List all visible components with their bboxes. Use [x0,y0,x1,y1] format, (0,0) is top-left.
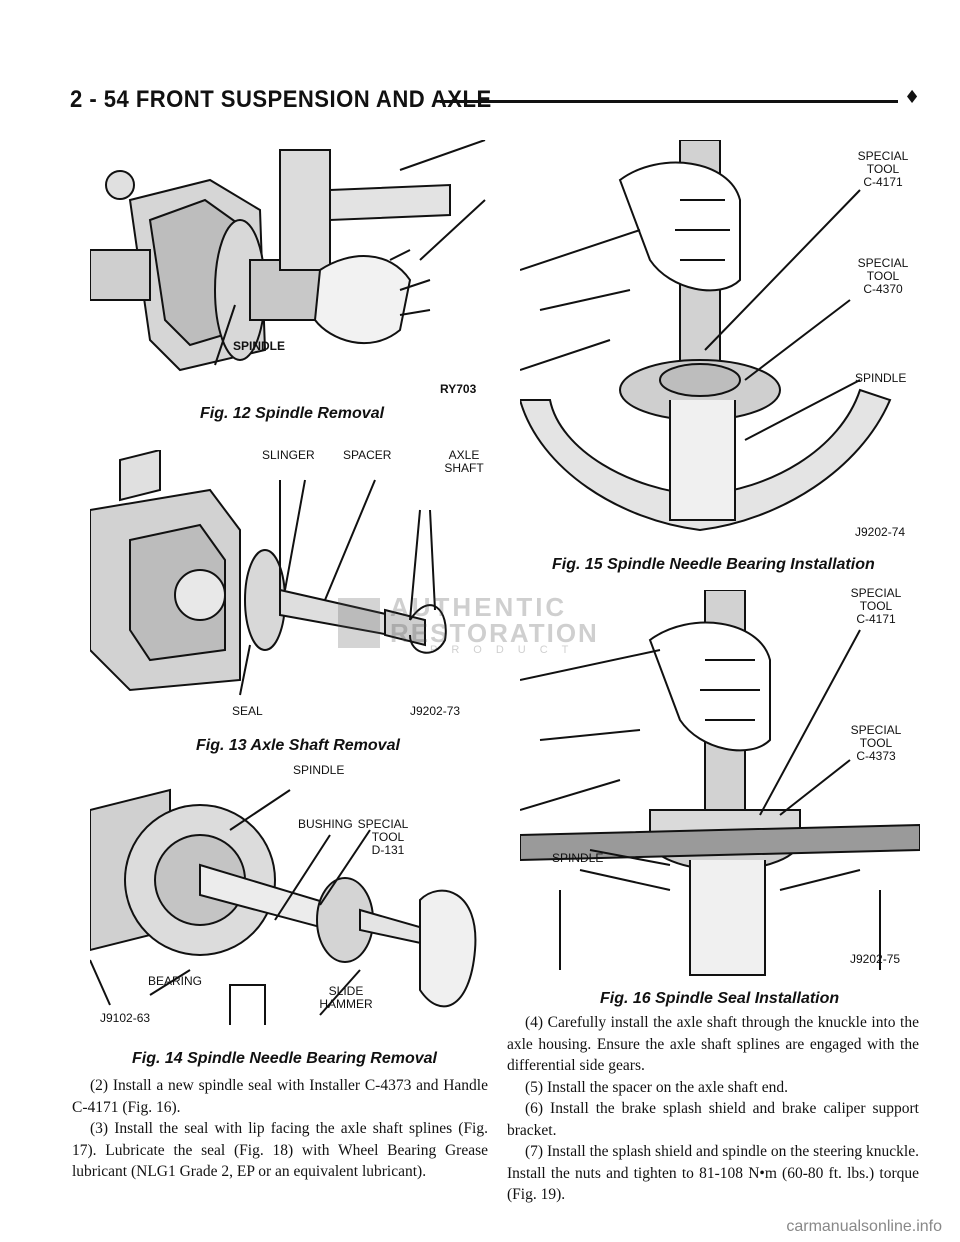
fig14-label-toolno: D-131 [371,843,405,857]
fig15-code: J9202-74 [855,525,906,539]
figure-14-illustration [90,788,477,1025]
fig16-label-tool-2: TOOL [859,736,893,750]
fig14-label-bearing: BEARING [148,974,203,988]
fig13-code: J9202-73 [410,704,461,718]
fig13-caption: Fig. 13 Axle Shaft Removal [196,737,400,754]
watermark-line-1: AUTHENTIC [390,592,568,622]
header-rule [440,100,898,103]
step-2-paragraph: (2) Install a new spindle seal with Inst… [72,1077,488,1116]
fig13-label-spacer: SPACER [343,448,392,462]
watermark: AUTHENTIC RESTORATION PRODUCT [330,590,660,660]
watermark-line-3: PRODUCT [430,644,583,656]
fig15-label-spindle: SPINDLE [855,371,907,385]
figure-16-illustration [520,590,920,976]
fig15-label-special-1: SPECIAL [857,149,909,163]
right-column-text: (4) Carefully install the axle shaft thr… [507,1012,919,1206]
fig14-label-slide: SLIDE [328,984,364,998]
left-column-text: (2) Install a new spindle seal with Inst… [72,1075,488,1183]
fig15-label-tool-1: TOOL [866,162,900,176]
fig14-label-special: SPECIAL [357,817,409,831]
fig13-label-axle: AXLE [448,448,480,462]
fig13-label-shaft: SHAFT [444,461,484,475]
watermark-line-2: RESTORATION [390,618,599,648]
fig14-caption: Fig. 14 Spindle Needle Bearing Removal [132,1050,437,1067]
fig15-label-tool-2: TOOL [866,269,900,283]
fig16-caption: Fig. 16 Spindle Seal Installation [600,990,840,1007]
fig15-label-toolno-2: C-4370 [863,282,903,296]
figure-13-illustration [90,450,447,696]
watermark-logo-icon [338,598,380,648]
step-6-paragraph: (6) Install the brake splash shield and … [507,1100,919,1139]
fig14-code: J9102-63 [100,1011,151,1025]
footer-site-link[interactable]: carmanualsonline.info [786,1218,942,1235]
fig15-caption: Fig. 15 Spindle Needle Bearing Installat… [552,556,875,573]
fig15-label-toolno-1: C-4171 [863,175,903,189]
fig16-code: J9202-75 [850,952,901,966]
fig16-label-toolno-2: C-4373 [856,749,896,763]
step-3-paragraph: (3) Install the seal with lip facing the… [72,1120,488,1180]
fig12-label-spindle: SPINDLE [233,339,286,353]
step-7-paragraph: (7) Install the splash shield and spindl… [507,1143,919,1203]
fig13-label-seal: SEAL [232,704,263,718]
fig12-caption: Fig. 12 Spindle Removal [200,405,385,422]
fig14-label-tool: TOOL [371,830,405,844]
page-header-title: 2 - 54 FRONT SUSPENSION AND AXLE [70,86,492,113]
fig16-label-special-2: SPECIAL [850,723,902,737]
fig16-label-toolno-1: C-4171 [856,612,896,626]
step-5-paragraph: (5) Install the spacer on the axle shaft… [525,1078,788,1096]
fig16-label-tool-1: TOOL [859,599,893,613]
fig16-label-special-1: SPECIAL [850,586,902,600]
step-4-paragraph: (4) Carefully install the axle shaft thr… [507,1014,919,1074]
fig14-label-spindle: SPINDLE [293,763,345,777]
figure-15-illustration [520,140,892,532]
figure-12-illustration [90,140,486,372]
header-diamond-icon: ♦ [904,87,921,108]
fig14-label-bushing: BUSHING [298,817,353,831]
fig16-label-spindle: SPINDLE [552,851,604,865]
fig12-code: RY703 [440,382,477,396]
fig13-label-slinger: SLINGER [262,448,315,462]
fig14-label-hammer: HAMMER [319,997,373,1011]
fig15-label-special-2: SPECIAL [857,256,909,270]
